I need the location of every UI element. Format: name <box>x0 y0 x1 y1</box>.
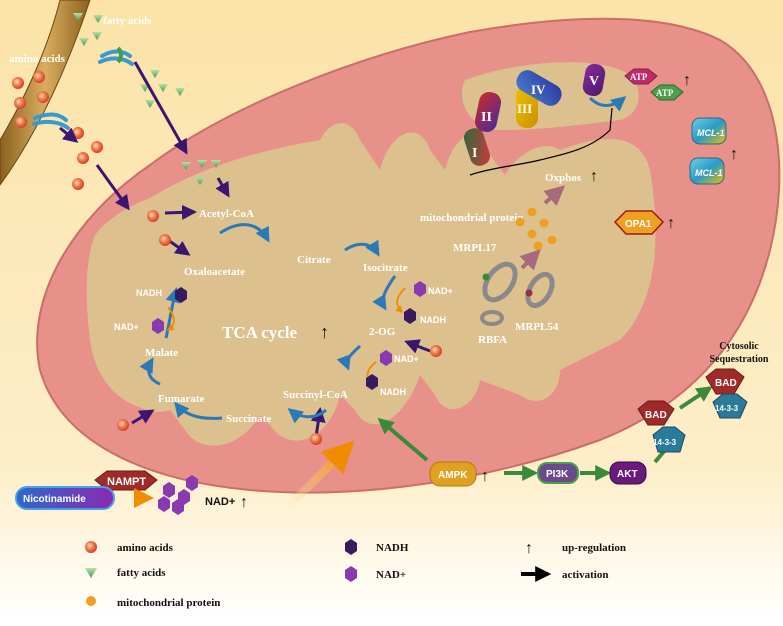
mrpl17-label: MRPL17 <box>453 242 497 254</box>
akt-node: AKT <box>609 461 647 485</box>
ribosome-group: mitochondrial protein MRPL17 MRPL54 RBFA <box>420 185 565 346</box>
rbfa-label: RBFA <box>478 334 507 346</box>
mrpl54-label: MRPL54 <box>515 321 559 333</box>
nad-label-2: NAD+ <box>428 286 453 296</box>
two-og-label: 2-OG <box>369 326 396 338</box>
complex-5 <box>582 63 606 97</box>
mitochondrion <box>36 17 781 494</box>
complex-1-label: I <box>472 146 477 161</box>
legend-amino-acid-icon <box>85 541 97 553</box>
atp-group: ATP ATP ↑ <box>588 68 691 112</box>
oxphos-up-arrow: ↑ <box>590 168 598 185</box>
legend-nad-icon <box>345 566 357 582</box>
cytosolic-label-1: Cytosolic <box>719 341 759 352</box>
nicotinamide-label: Nicotinamide <box>23 494 86 505</box>
nadh-label-3: NADH <box>380 387 406 397</box>
bad-label-2: BAD <box>715 378 737 389</box>
mcl1-group: MCL-1 MCL-1 ↑ <box>689 117 738 185</box>
nad-label-3: NAD+ <box>394 354 419 364</box>
citrate-label: Citrate <box>297 254 331 266</box>
legend-amino-acids: amino acids <box>117 542 174 554</box>
oxphos-label: Oxphos <box>545 172 582 184</box>
legend-up: up-regulation <box>562 542 626 554</box>
mcl1-label-2: MCL-1 <box>695 168 723 178</box>
complex-2 <box>474 92 502 132</box>
succinate-label: Succinate <box>226 413 271 425</box>
nad-boost-arrow <box>287 440 355 508</box>
pi3k-node: PI3K <box>537 462 579 484</box>
atp-up-arrow: ↑ <box>683 72 691 89</box>
1433-label-1: 14-3-3 <box>653 438 677 447</box>
nadh-label-2: NADH <box>420 315 446 325</box>
import-arrows <box>59 61 431 438</box>
acetyl-coa-label: Acetyl-CoA <box>199 208 254 220</box>
isocitrate-label: Isocitrate <box>363 262 408 274</box>
nampt-label: NAMPT <box>107 476 146 488</box>
legend: amino acids fatty acids mitochondrial pr… <box>85 539 626 609</box>
nad-up-arrow: ↑ <box>240 494 248 511</box>
atp-label-2: ATP <box>656 88 674 98</box>
legend-mito-protein-icon <box>86 596 96 606</box>
tca-labels: Acetyl-CoA Citrate Isocitrate Oxaloaceta… <box>114 208 453 425</box>
opa1-label: OPA1 <box>625 219 652 230</box>
fatty-acids-label: fatty acids <box>103 15 152 27</box>
legend-nad: NAD+ <box>376 569 406 581</box>
oxaloacetate-label: Oxaloacetate <box>184 266 245 278</box>
cytosolic-label-2: Sequestration <box>710 354 769 365</box>
malate-label: Malate <box>145 347 178 359</box>
complex-4-label: IV <box>531 82 546 97</box>
tca-cycle-label: TCA cycle <box>222 323 298 342</box>
tca-cycle-up-arrow: ↑ <box>320 322 329 342</box>
opa1-up-arrow: ↑ <box>667 215 675 232</box>
atp-label-1: ATP <box>630 72 648 82</box>
mito-protein-label: mitochondrial protein <box>420 212 523 224</box>
opa1-group: OPA1 ↑ <box>613 210 675 235</box>
amino-acid-inputs <box>117 210 442 445</box>
legend-up-arrow-icon: ↑ <box>525 540 533 557</box>
1433-label-2: 14-3-3 <box>715 404 739 413</box>
legend-fatty-acid-icon <box>85 568 97 578</box>
legend-mito-protein: mitochondrial protein <box>117 597 220 609</box>
legend-fatty-acids: fatty acids <box>117 567 166 579</box>
bad-label-1: BAD <box>645 410 667 421</box>
pi3k-label: PI3K <box>546 469 569 480</box>
ampk-node: AMPK ↑ <box>429 461 489 487</box>
bad-node-right: BAD 14-3-3 <box>705 368 748 419</box>
mcl1-label-1: MCL-1 <box>697 128 725 138</box>
legend-nadh-icon <box>345 539 357 555</box>
cofactor-shapes <box>152 281 426 390</box>
legend-activation: activation <box>562 569 608 581</box>
bad-node-left: BAD 14-3-3 <box>637 400 686 453</box>
nad-cluster-label: NAD+ <box>205 496 235 508</box>
complex-2-label: II <box>481 110 492 125</box>
succinyl-coa-label: Succinyl-CoA <box>283 389 348 401</box>
nicotinamide-node: Nicotinamide <box>15 486 115 510</box>
complex-4 <box>516 70 562 106</box>
complex-1 <box>463 128 491 166</box>
fatty-acid-particles <box>73 13 221 185</box>
fatty-acid-transporter <box>98 46 134 66</box>
legend-nadh: NADH <box>376 542 409 554</box>
fumarate-label: Fumarate <box>158 393 205 405</box>
oxphos-complexes: I II III IV V <box>463 63 606 166</box>
amino-acid-transporter <box>32 112 70 130</box>
nadh-label-1: NADH <box>136 288 162 298</box>
oxphos-bracket: Oxphos ↑ <box>469 107 613 185</box>
mcl1-up-arrow: ↑ <box>730 146 738 163</box>
complex-5-label: V <box>589 74 599 89</box>
complex-3-label: III <box>517 101 532 116</box>
ampk-up-arrow: ↑ <box>481 468 489 485</box>
amino-acids-label: amino acids <box>9 53 66 65</box>
akt-label: AKT <box>617 469 638 480</box>
nad-label-1: NAD+ <box>114 322 139 332</box>
nad-cluster <box>158 475 198 515</box>
ampk-label: AMPK <box>438 470 468 481</box>
